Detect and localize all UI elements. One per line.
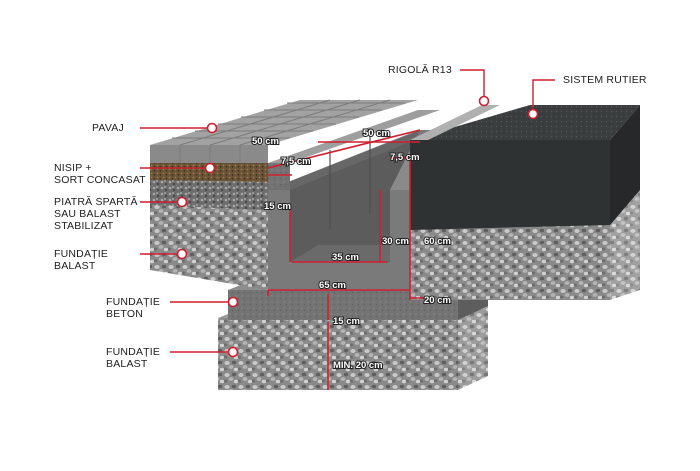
dim-65: 65 cm [319,280,346,291]
marker-balast-top [176,248,188,260]
curb-blocks [410,105,500,140]
callout-markers [176,95,539,358]
marker-piatra [176,196,188,208]
marker-nisip [204,162,216,174]
channel-front-face [268,190,410,290]
label-fundatie-balast-bottom: FUNDAȚIE BALAST [106,346,161,370]
label-fundatie-beton: FUNDAȚIE BETON [106,296,161,320]
marker-balast-bottom [227,346,239,358]
dim-30: 30 cm [382,236,409,247]
bottom-ballast-layer [218,318,458,390]
left-crushed-stone [150,180,268,210]
road-surface-top [410,105,640,140]
label-nisip-sort: NISIP + SORT CONCASAT [54,162,146,186]
dim-7-5-right: 7,5 cm [390,152,420,163]
label-rigola-r13: RIGOLĂ R13 [388,64,452,76]
label-fundatie-balast-top: FUNDAȚIE BALAST [54,248,109,272]
channel-block-joints [329,135,371,230]
channel-inner-left-top [268,130,440,190]
right-ballast-side [610,190,640,300]
bottom-ballast-layer-side [458,306,488,390]
left-pavers-front [150,145,268,163]
callout-lines [140,69,555,353]
dim-20: 20 cm [424,295,451,306]
dim-60: 60 cm [424,236,451,247]
channel-block-top [268,110,440,163]
dim-35: 35 cm [332,252,359,263]
road-body-front [410,140,610,230]
dim-7-5-left: 7,5 cm [281,156,311,167]
label-pavaj: PAVAJ [92,122,124,134]
marker-pavaj [206,122,218,134]
marker-rigola [478,95,490,107]
marker-sistem-rutier [527,108,539,120]
dimension-lines [267,129,430,390]
concrete-foundation [228,290,458,320]
marker-beton [227,296,239,308]
left-ballast-foundation [150,205,268,290]
channel-floor [290,245,420,262]
dim-15-side: 15 cm [264,201,291,212]
dim-50-right: 50 cm [363,128,390,139]
label-piatra-sparta: PIATRĂ SPARTĂ SAU BALAST STABILIZAT [54,196,138,232]
dim-15-beton: 15 cm [333,316,360,327]
label-sistem-rutier: SISTEM RUTIER [563,74,647,86]
dim-50-left: 50 cm [252,136,279,147]
road-body-side [610,105,640,225]
dim-min-20: MIN. 20 cm [333,360,383,371]
